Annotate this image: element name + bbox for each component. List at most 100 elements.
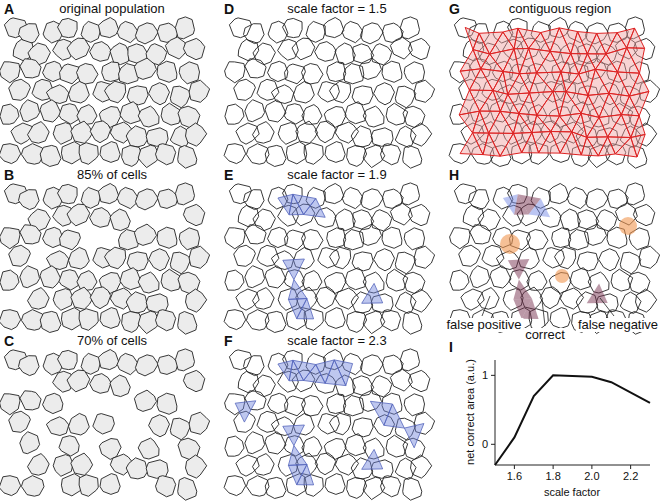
cell-outline xyxy=(585,189,608,210)
cell-outline xyxy=(296,121,318,143)
cell-outline xyxy=(224,144,246,164)
cell-outline xyxy=(77,105,97,125)
cell-outline xyxy=(636,289,657,312)
panel-letter: A xyxy=(4,2,14,17)
cell-outline xyxy=(9,79,31,100)
cell-outline xyxy=(186,289,207,312)
cell-outline xyxy=(126,458,147,479)
cell-outline xyxy=(127,252,148,271)
cell-outline xyxy=(110,43,130,65)
cell-outline xyxy=(245,225,266,244)
cell-outline xyxy=(584,224,606,245)
axis-label: scale factor xyxy=(544,486,600,498)
cell-outline xyxy=(138,438,159,459)
cell-outline xyxy=(90,208,111,228)
cell-outline xyxy=(351,126,372,147)
region-triangle xyxy=(283,259,305,280)
overlap-region xyxy=(500,194,637,319)
cell-outline xyxy=(236,289,259,310)
cell-outline xyxy=(325,142,345,163)
false-positive-area xyxy=(500,234,520,254)
cell-outline xyxy=(570,268,591,290)
cell-group xyxy=(224,17,435,168)
contiguous-triangle xyxy=(500,133,522,156)
cell-outline xyxy=(0,394,20,415)
cell-outline xyxy=(234,79,256,100)
cell-outline xyxy=(335,209,355,231)
cell-outline xyxy=(135,355,158,376)
contiguous-triangle xyxy=(483,133,500,156)
cell-outline xyxy=(374,83,395,105)
cell-outline xyxy=(359,58,381,79)
cell-outline xyxy=(620,292,641,313)
panel-title: 70% of cells xyxy=(77,334,147,348)
cell-outline xyxy=(359,224,381,245)
panel-title: 85% of cells xyxy=(77,168,147,182)
cell-outline xyxy=(146,460,168,479)
x-tick xyxy=(591,465,592,469)
cell-outline xyxy=(639,246,660,268)
correct-area xyxy=(522,299,539,319)
cell-outline xyxy=(20,225,41,244)
cell-outline xyxy=(189,246,210,268)
cell-outline xyxy=(327,228,346,248)
cell-outline xyxy=(244,24,265,44)
cell-outline xyxy=(265,477,286,498)
cell-outline xyxy=(225,228,245,249)
cell-outline xyxy=(58,350,78,369)
cell-outline xyxy=(146,128,168,147)
cell-outline xyxy=(345,434,366,456)
cell-outline xyxy=(403,272,425,293)
cell-outline xyxy=(19,356,40,376)
contiguous-triangle xyxy=(519,93,537,115)
cell-outline xyxy=(229,18,251,38)
cell-outline xyxy=(335,454,358,475)
cell-outline xyxy=(265,311,286,332)
cell-outline xyxy=(345,102,366,124)
cell-outline xyxy=(61,142,81,164)
cell-outline xyxy=(315,121,336,143)
cell-outline xyxy=(360,23,383,44)
cell-outline xyxy=(28,288,50,310)
cell-outline xyxy=(126,126,147,147)
cell-outline xyxy=(40,145,61,166)
cell-outline xyxy=(175,17,194,39)
leader-line xyxy=(482,296,490,316)
cell-outline xyxy=(134,224,156,245)
cell-group xyxy=(224,349,435,500)
cell-outline xyxy=(569,230,589,250)
axis-label: 2.0 xyxy=(584,470,599,482)
cell-outline xyxy=(411,123,432,146)
cell-outline xyxy=(371,376,392,397)
cell-outline xyxy=(225,104,244,124)
contiguous-triangle xyxy=(631,116,645,138)
cell-outline xyxy=(403,478,422,501)
cell-outline xyxy=(335,43,355,65)
cell-outline xyxy=(540,287,561,309)
axis-label: 1.6 xyxy=(507,470,522,482)
cell-outline xyxy=(404,228,424,250)
cell-outline xyxy=(156,144,176,165)
cell-outline xyxy=(302,396,324,417)
cell-outline xyxy=(244,190,265,210)
cell-outline xyxy=(238,205,259,227)
cell-outline xyxy=(550,308,570,329)
cell-group xyxy=(0,183,210,334)
cell-outline xyxy=(304,143,323,165)
cell-outline xyxy=(69,81,90,103)
cell-group xyxy=(0,17,210,168)
cell-outline xyxy=(236,455,259,476)
cell-outline xyxy=(286,142,306,164)
panel-title: contiguous region xyxy=(509,2,612,16)
cell-outline xyxy=(58,184,78,203)
cell-outline xyxy=(238,371,259,393)
region-triangle xyxy=(304,199,326,218)
contiguous-triangle xyxy=(539,132,561,154)
callout-label: false negative xyxy=(576,318,660,332)
cell-outline xyxy=(134,58,156,79)
cell-outline xyxy=(253,209,275,231)
cell-outline xyxy=(567,187,587,208)
cell-outline xyxy=(146,294,168,313)
contiguous-triangle xyxy=(520,49,537,74)
cell-outline xyxy=(134,390,156,411)
